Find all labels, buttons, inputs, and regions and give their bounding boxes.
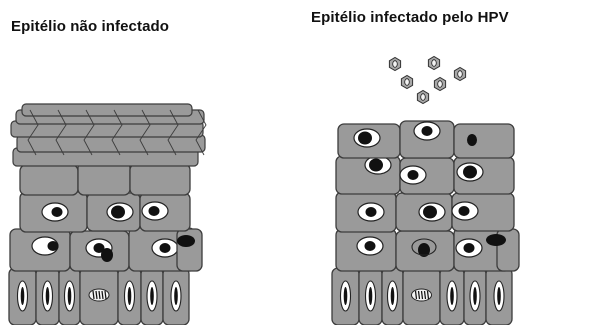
epithelial-cell <box>78 162 130 195</box>
nucleus-dot <box>48 241 59 251</box>
nucleus-dot <box>344 287 348 305</box>
uninfected-epithelium <box>9 104 206 325</box>
keratin-layer <box>22 104 192 116</box>
nucleus-dot <box>52 207 63 217</box>
nucleus-dot <box>160 243 171 253</box>
nucleus-dot <box>497 287 501 305</box>
nucleus-dot <box>365 241 376 251</box>
nucleus-dot <box>366 207 377 217</box>
nucleus-dot <box>111 206 125 219</box>
nucleus-dot <box>463 166 477 179</box>
nucleus-dot <box>391 287 395 305</box>
nucleus-dot <box>473 287 477 305</box>
epithelial-cell <box>130 164 190 195</box>
cell-nucleus <box>177 235 195 247</box>
nucleus-dot <box>464 243 475 253</box>
infected-epithelium <box>332 121 519 325</box>
nucleus-dot <box>46 287 50 305</box>
epithelial-cell <box>20 165 78 195</box>
cell-nucleus <box>467 134 477 146</box>
virus-core <box>438 81 443 88</box>
nucleus-dot <box>149 206 160 216</box>
virus-core <box>421 94 426 101</box>
virus-core <box>405 79 410 86</box>
nucleus-dot <box>369 287 373 305</box>
nucleus-dot <box>422 126 433 136</box>
nucleus-dot <box>21 287 25 305</box>
hpv-virus-particles <box>389 57 465 104</box>
virus-core <box>432 60 437 67</box>
nucleus-dot <box>459 206 470 216</box>
nucleus-dot <box>423 206 437 219</box>
nucleus-dot <box>174 287 178 305</box>
nucleus-dot <box>128 287 132 305</box>
virus-core <box>393 61 398 68</box>
cell-nucleus <box>101 248 113 262</box>
cell-nucleus <box>486 234 506 246</box>
nucleus-dot <box>369 159 383 172</box>
epithelial-cell <box>177 229 202 271</box>
nucleus-dot <box>358 132 372 145</box>
nucleus-dot <box>450 287 454 305</box>
epithelial-cell <box>454 124 514 158</box>
nucleus-dot <box>68 287 72 305</box>
nucleus-dot <box>150 287 154 305</box>
virus-core <box>458 71 463 78</box>
nucleus-dot <box>408 170 419 180</box>
